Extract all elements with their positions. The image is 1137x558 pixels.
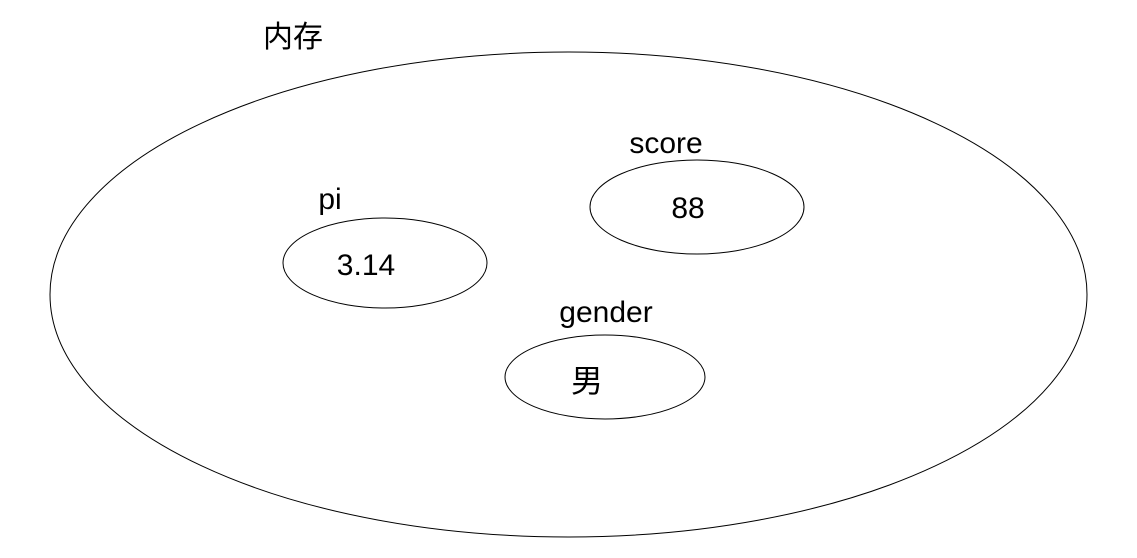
score-ellipse: [589, 159, 805, 255]
variable-value-score: 88: [671, 192, 705, 225]
memory-ellipse: [49, 51, 1088, 538]
variable-name-pi: pi: [318, 183, 342, 216]
variable-value-gender: 男: [570, 363, 604, 399]
variable-value-pi: 3.14: [336, 249, 396, 282]
variable-name-gender: gender: [559, 296, 653, 329]
gender-ellipse: [504, 334, 706, 420]
variable-name-score: score: [629, 127, 703, 160]
memory-title-label: 内存: [263, 21, 323, 54]
pi-ellipse: [282, 217, 488, 309]
